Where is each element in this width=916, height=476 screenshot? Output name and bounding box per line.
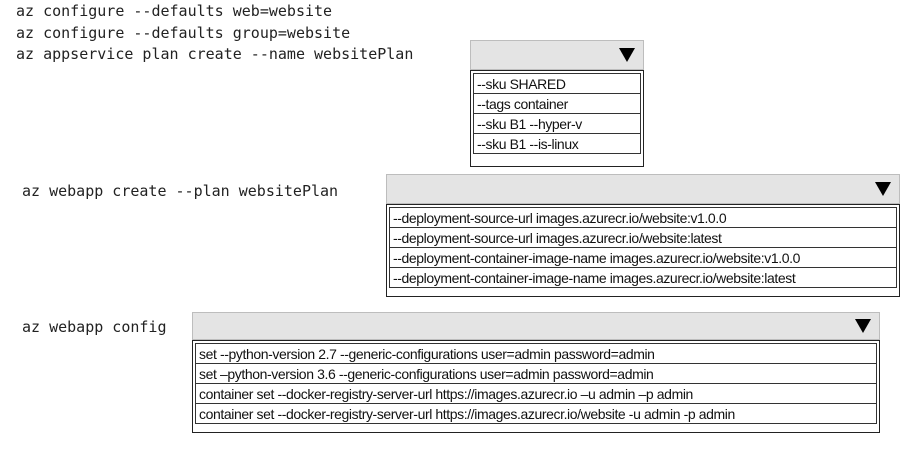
dropdown-option[interactable]: --tags container bbox=[473, 93, 641, 114]
command-line-5: az webapp config bbox=[22, 318, 167, 336]
dropdown-option[interactable]: --sku B1 --hyper-v bbox=[473, 113, 641, 134]
command-line-1: az configure --defaults web=website bbox=[16, 2, 333, 20]
dropdown-option[interactable]: --sku SHARED bbox=[473, 73, 641, 94]
chevron-down-icon[interactable] bbox=[875, 182, 891, 196]
dropdown-option[interactable]: set –python-version 3.6 --generic-config… bbox=[195, 363, 877, 384]
dropdown-option[interactable]: --deployment-container-image-name images… bbox=[389, 267, 897, 288]
dropdown-option[interactable]: container set --docker-registry-server-u… bbox=[195, 383, 877, 404]
command-line-4: az webapp create --plan websitePlan bbox=[22, 182, 339, 200]
dropdown-option[interactable]: --deployment-source-url images.azurecr.i… bbox=[389, 207, 897, 228]
dropdown-option[interactable]: --deployment-container-image-name images… bbox=[389, 247, 897, 268]
config-dropdown-options: set --python-version 2.7 --generic-confi… bbox=[192, 340, 880, 433]
dropdown-option[interactable]: --deployment-source-url images.azurecr.i… bbox=[389, 227, 897, 248]
deployment-dropdown-options: --deployment-source-url images.azurecr.i… bbox=[386, 204, 900, 297]
command-line-2: az configure --defaults group=website bbox=[16, 24, 351, 42]
deployment-dropdown[interactable] bbox=[386, 174, 900, 204]
chevron-down-icon[interactable] bbox=[619, 48, 635, 62]
chevron-down-icon[interactable] bbox=[855, 319, 871, 333]
dropdown-option[interactable]: container set --docker-registry-server-u… bbox=[195, 403, 877, 424]
dropdown-option[interactable]: --sku B1 --is-linux bbox=[473, 133, 641, 154]
command-line-3: az appservice plan create --name website… bbox=[16, 45, 414, 63]
config-dropdown[interactable] bbox=[192, 312, 880, 340]
sku-dropdown-options: --sku SHARED --tags container --sku B1 -… bbox=[470, 70, 644, 167]
dropdown-option[interactable]: set --python-version 2.7 --generic-confi… bbox=[195, 343, 877, 364]
sku-dropdown[interactable] bbox=[470, 40, 644, 70]
